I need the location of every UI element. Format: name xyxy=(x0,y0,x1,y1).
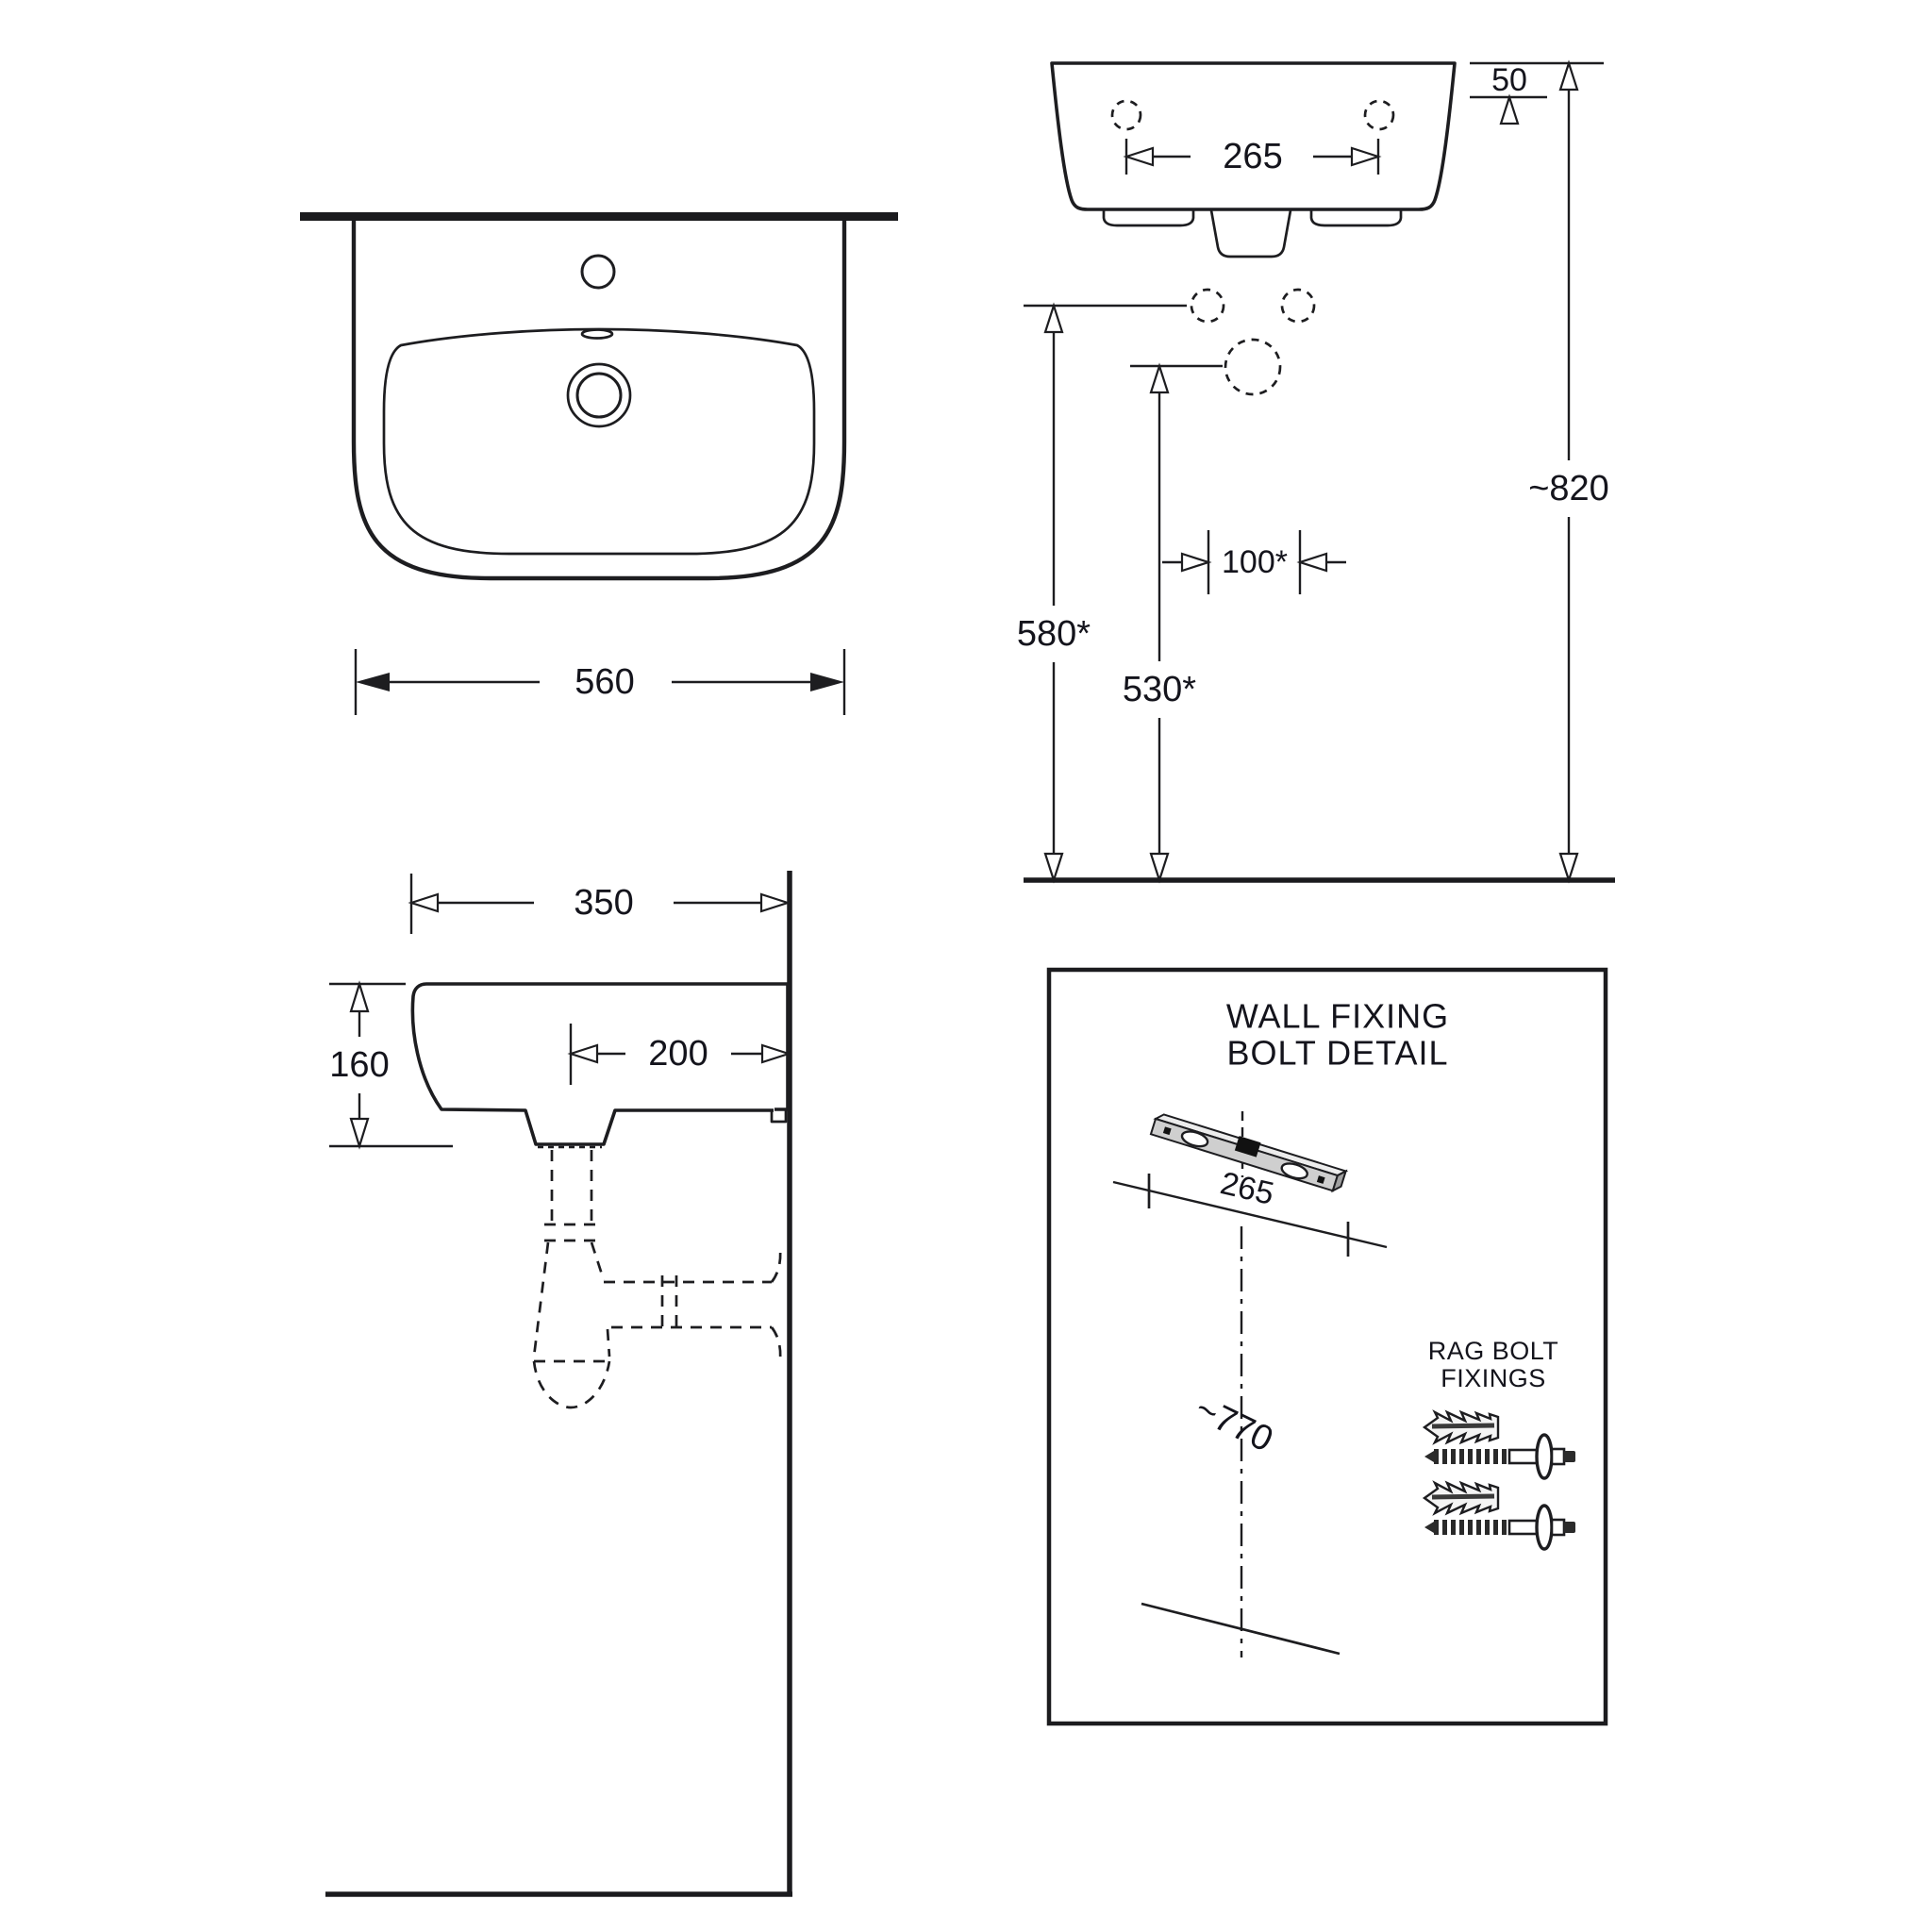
supply-hole-right xyxy=(1280,288,1316,324)
detail-box-border xyxy=(1046,967,1608,1726)
bolt-washer xyxy=(1535,1504,1554,1551)
bar-hole-left xyxy=(1180,1130,1209,1148)
bolt-nut xyxy=(1550,1518,1566,1537)
detail-title-line1: WALL FIXING xyxy=(1226,997,1449,1036)
rear-lug-right xyxy=(1309,210,1403,227)
front-inner-bowl xyxy=(382,327,816,556)
side-view: 350 160 200 xyxy=(325,871,792,1897)
fixing-bar xyxy=(1149,1113,1349,1193)
waste-hole xyxy=(1224,338,1282,396)
dim-160: 160 xyxy=(329,980,453,1150)
bolt-tip xyxy=(1424,1451,1434,1462)
rear-basin-outline xyxy=(1050,61,1457,211)
dim-265-rear: 265 xyxy=(1123,137,1382,176)
front-view: 560 xyxy=(300,212,898,715)
trap-plumbing xyxy=(532,1150,782,1409)
bar-slot-right xyxy=(1316,1175,1325,1184)
dim-265-rear-label: 265 xyxy=(1223,137,1282,176)
bolt-stub xyxy=(1564,1522,1575,1533)
rag-bolt-fixing-2 xyxy=(1422,1480,1575,1551)
rear-fixing-hole-left xyxy=(1110,99,1142,131)
bar-center-mark xyxy=(1234,1136,1261,1158)
detail-title-line2: BOLT DETAIL xyxy=(1226,1034,1448,1073)
front-shelf-line xyxy=(300,212,898,221)
bar-slot-left xyxy=(1162,1126,1172,1136)
bolt-nut xyxy=(1550,1447,1566,1466)
dim-580: 580* xyxy=(1017,302,1187,884)
bolt-shaft xyxy=(1507,1448,1541,1465)
side-fixing-cleat xyxy=(770,1109,788,1124)
dim-820-label: ~820 xyxy=(1528,469,1609,508)
side-basin-profile xyxy=(410,982,790,1146)
supply-hole-left xyxy=(1190,288,1225,324)
dim-530-label: 530* xyxy=(1123,670,1196,709)
rear-view: 265 50 580* 530* xyxy=(1017,59,1615,884)
dim-350-label: 350 xyxy=(574,883,633,923)
detail-box: WALL FIXING BOLT DETAIL 265 ~770 RAG BOL xyxy=(1046,967,1608,1726)
dim-50: 50 xyxy=(1470,61,1604,125)
bar-hole-right xyxy=(1280,1162,1308,1180)
arrow-right xyxy=(810,673,844,691)
dim-530: 530* xyxy=(1123,362,1223,884)
dim-580-label: 580* xyxy=(1017,614,1091,654)
detail-floor-reference xyxy=(1141,1602,1341,1656)
rag-bolt-fixing-1 xyxy=(1422,1409,1575,1480)
bolt-stub xyxy=(1564,1451,1575,1462)
bolt-shaft xyxy=(1507,1519,1541,1536)
dim-560-label: 560 xyxy=(575,662,634,702)
drain-inner-ring xyxy=(575,372,623,419)
rear-lug-left xyxy=(1102,210,1195,227)
dim-100: 100* xyxy=(1162,530,1346,594)
bolt-washer xyxy=(1535,1433,1554,1480)
rag-bolt-label-line2: FIXINGS xyxy=(1441,1364,1546,1392)
overflow-slot xyxy=(580,328,614,340)
dim-160-label: 160 xyxy=(329,1045,389,1085)
dim-50-label: 50 xyxy=(1491,62,1527,98)
dim-100-label: 100* xyxy=(1222,544,1288,580)
tap-hole xyxy=(580,254,616,290)
dim-200-label: 200 xyxy=(648,1034,708,1074)
rag-bolt-label-line1: RAG BOLT xyxy=(1428,1337,1559,1365)
dim-200: 200 xyxy=(567,1024,792,1085)
drain-outer-ring xyxy=(566,362,632,428)
rear-fixing-hole-right xyxy=(1363,99,1395,131)
arrow-left xyxy=(356,673,390,691)
dim-350: 350 xyxy=(408,874,791,934)
bolt-tip xyxy=(1424,1522,1434,1533)
dim-820: ~820 xyxy=(1528,59,1609,884)
dim-560: 560 xyxy=(354,649,846,715)
front-basin-outline xyxy=(351,221,847,581)
rear-waste-boss xyxy=(1209,209,1292,258)
